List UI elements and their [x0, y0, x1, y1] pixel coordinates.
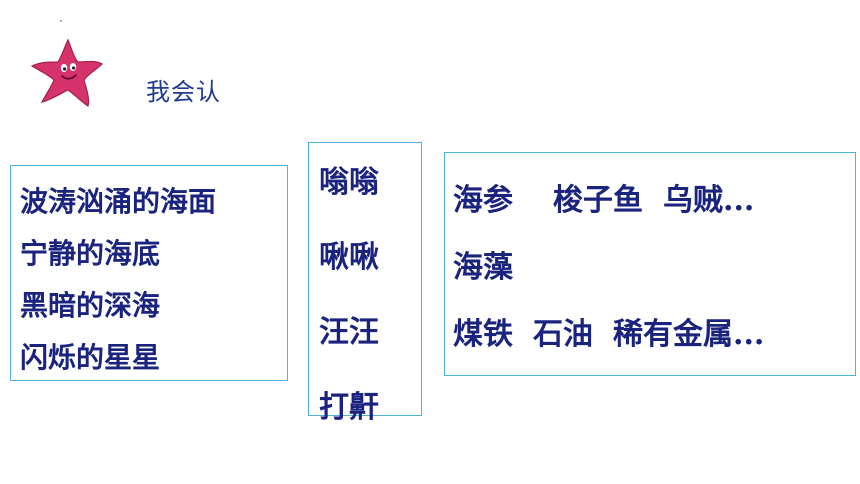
resource-line-2: 海藻 [453, 234, 855, 301]
word: 煤铁 [453, 317, 513, 352]
word: 海参 [453, 183, 513, 218]
sound-words-box: 嗡嗡 啾啾 汪汪 打鼾 [308, 142, 422, 425]
list-item: 打鼾 [319, 390, 379, 425]
list-item: 黑暗的深海 [20, 289, 161, 322]
page-heading: 我会认 [146, 78, 221, 106]
scene-words-box: 波涛汹涌的海面 宁静的海底 黑暗的深海 闪烁的星星 [10, 165, 288, 381]
list-item: 闪烁的星星 [20, 341, 161, 374]
word: 海藻 [453, 250, 513, 285]
word: 石油 [533, 317, 593, 352]
list-item: 宁静的海底 [20, 237, 161, 270]
list-item: 汪汪 [319, 315, 379, 350]
sea-resources-box: 海参 梭子鱼乌贼... 海藻 煤铁石油稀有金属... [444, 152, 856, 376]
list-item: 嗡嗡 [319, 165, 379, 200]
decorative-dot [60, 20, 62, 22]
word: 梭子鱼 [553, 183, 643, 218]
starfish-icon [30, 38, 103, 107]
list-item: 啾啾 [319, 240, 379, 275]
word: 乌贼... [663, 183, 755, 218]
resource-line-3: 煤铁石油稀有金属... [453, 301, 855, 368]
word: 稀有金属... [613, 317, 765, 352]
resource-line-1: 海参 梭子鱼乌贼... [453, 167, 855, 234]
list-item: 波涛汹涌的海面 [20, 185, 217, 218]
